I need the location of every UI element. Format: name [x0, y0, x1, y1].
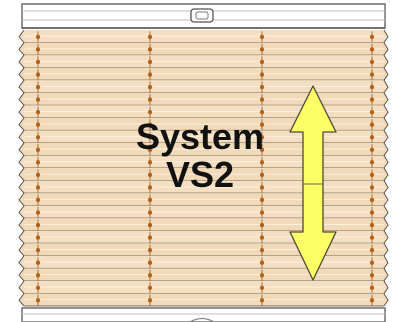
rail-clip-icon — [190, 8, 214, 23]
system-label-line1: System — [135, 116, 265, 157]
head-rail — [21, 3, 386, 29]
bottom-rail — [21, 307, 386, 322]
system-label: System VS2 — [105, 118, 295, 194]
cord-columns — [35, 31, 375, 306]
pleat-edge-right — [383, 29, 389, 307]
pleated-fabric — [18, 29, 389, 307]
double-arrow-icon — [289, 85, 337, 281]
pleat-edge-left — [18, 29, 25, 307]
system-label-line2: VS2 — [165, 154, 235, 195]
